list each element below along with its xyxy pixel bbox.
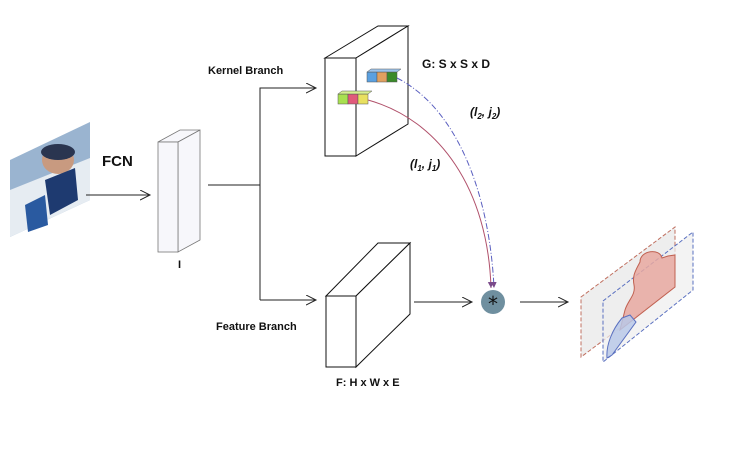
feature-map-block — [324, 241, 412, 369]
convolution-node — [481, 290, 505, 314]
kernel-cells-1 — [337, 90, 373, 105]
kernel-path-2 — [396, 77, 497, 289]
fcn-label: FCN — [102, 153, 133, 170]
input-image — [10, 122, 90, 237]
kernel-grid-block — [323, 25, 410, 157]
kernel-grid-label: G: S x S x D — [422, 57, 490, 71]
feature-branch-label: Feature Branch — [216, 321, 297, 333]
location-1-label: (l1, j1) — [410, 157, 440, 173]
feature-i-block — [157, 129, 201, 253]
kernel-cells-2 — [366, 68, 402, 83]
kernel-path-1 — [367, 99, 494, 289]
input-feature-label: I — [178, 259, 181, 271]
location-2-label: (l2, j2) — [470, 105, 500, 121]
convolution-symbol: * — [488, 292, 498, 316]
output-masks — [580, 226, 694, 364]
kernel-branch-arrow — [259, 88, 316, 300]
kernel-branch-label: Kernel Branch — [208, 65, 283, 77]
feature-map-label: F: H x W x E — [336, 377, 400, 389]
